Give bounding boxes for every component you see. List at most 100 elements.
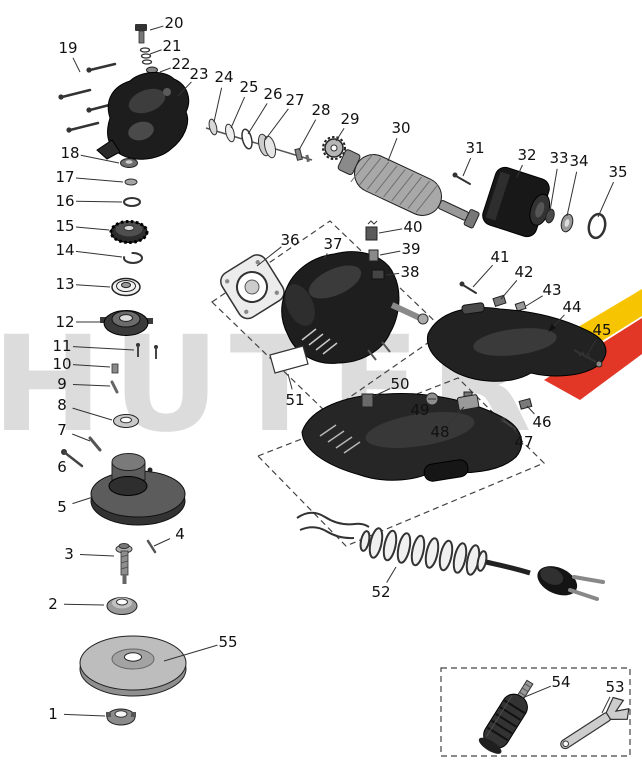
leader-line-42 (500, 280, 518, 300)
part-number-28: 28 (311, 101, 330, 119)
part-32-stator (482, 166, 551, 238)
part-21-spring-washers (139, 47, 153, 65)
part-number-14: 14 (55, 241, 74, 259)
part-number-39: 39 (401, 240, 420, 258)
part-55-grinding-disc (79, 635, 187, 697)
leader-line-18 (80, 154, 120, 164)
leader-line-2 (63, 603, 105, 606)
part-number-20: 20 (164, 14, 183, 32)
part-41-screw (459, 281, 477, 294)
part-54-side-handle (478, 679, 534, 754)
part-number-46: 46 (532, 413, 551, 431)
leader-line-33 (549, 168, 558, 212)
leader-line-50 (371, 388, 391, 398)
part-12-bearing-flange (100, 310, 153, 336)
leader-line-10 (72, 364, 111, 368)
part-48-switch-slider (456, 391, 480, 411)
part-10-block (111, 363, 119, 374)
leader-line-52 (386, 566, 397, 583)
part-2-inner-flange (106, 597, 138, 615)
part-number-17: 17 (55, 168, 74, 186)
part-number-18: 18 (60, 144, 79, 162)
leader-line-40 (378, 228, 403, 234)
part-number-9: 9 (57, 375, 67, 393)
leader-line-19 (72, 57, 81, 73)
part-number-25: 25 (239, 78, 258, 96)
part-42-switch-block (492, 294, 507, 307)
part-number-48: 48 (430, 423, 449, 441)
leader-line-5 (72, 496, 94, 505)
part-number-16: 16 (55, 192, 74, 210)
part-33-washer (545, 208, 555, 224)
leader-line-43 (525, 295, 543, 307)
part-handle-lower-shell (301, 393, 523, 482)
leader-line-1 (63, 713, 106, 717)
part-50-brush-holder (361, 393, 374, 408)
part-number-38: 38 (400, 263, 419, 281)
part-number-49: 49 (410, 401, 429, 419)
leader-line-31 (462, 157, 472, 177)
part-number-26: 26 (263, 85, 282, 103)
part-number-55: 55 (218, 633, 237, 651)
part-number-23: 23 (189, 65, 208, 83)
leader-line-38 (385, 272, 400, 276)
leader-line-25 (230, 96, 246, 129)
leader-line-45 (588, 339, 597, 353)
part-number-36: 36 (280, 231, 299, 249)
leader-line-24 (213, 87, 223, 123)
part-number-11: 11 (52, 337, 71, 355)
part-52-power-cord (296, 511, 605, 601)
leader-line-4 (153, 538, 171, 547)
leader-line-53 (601, 696, 611, 714)
part-number-2: 2 (48, 595, 58, 613)
part-11-screws (136, 343, 158, 359)
part-number-24: 24 (214, 68, 233, 86)
leader-line-32 (516, 164, 523, 178)
part-number-30: 30 (391, 119, 410, 137)
leader-line-39 (379, 250, 401, 256)
leader-lines (63, 25, 614, 717)
leader-line-30 (387, 138, 398, 162)
leader-line-27 (264, 108, 289, 141)
part-number-1: 1 (48, 705, 58, 723)
leader-line-26 (247, 103, 268, 135)
leader-line-17 (75, 177, 124, 183)
part-34-washer (560, 213, 574, 233)
part-20-bolt (135, 24, 147, 44)
part-number-22: 22 (171, 55, 190, 73)
leader-line-3 (79, 553, 115, 557)
leader-line-16 (75, 200, 123, 203)
part-number-47: 47 (514, 433, 533, 451)
part-14-circlip (123, 252, 143, 264)
part-31-screw (452, 172, 471, 185)
leader-line-48 (447, 406, 465, 425)
part-45-lock-spring (573, 349, 603, 368)
part-number-31: 31 (465, 139, 484, 157)
leader-line-28 (298, 119, 317, 151)
part-number-10: 10 (52, 355, 71, 373)
leader-line-14 (75, 250, 123, 258)
part-number-7: 7 (57, 421, 67, 439)
leader-line-54 (514, 685, 552, 702)
leader-line-20 (149, 25, 164, 31)
leader-line-13 (75, 284, 111, 288)
leader-line-36 (256, 246, 282, 267)
part-15-bevel-gear (109, 220, 149, 244)
part-number-40: 40 (403, 218, 422, 236)
leader-line-35 (597, 181, 614, 218)
part-4-pin (146, 539, 157, 554)
part-16-ring (123, 197, 141, 207)
part-number-53: 53 (605, 678, 624, 696)
part-7-pin (88, 436, 102, 452)
part-number-44: 44 (562, 298, 581, 316)
part-5-wheel-guard (90, 453, 186, 526)
part-number-41: 41 (490, 248, 509, 266)
part-35-ring (587, 212, 607, 240)
part-38-brush-cap (371, 269, 385, 280)
part-37-motor-housing (281, 251, 429, 364)
part-number-3: 3 (64, 545, 74, 563)
part-30-armature (337, 149, 480, 229)
part-46-clip (518, 397, 533, 410)
